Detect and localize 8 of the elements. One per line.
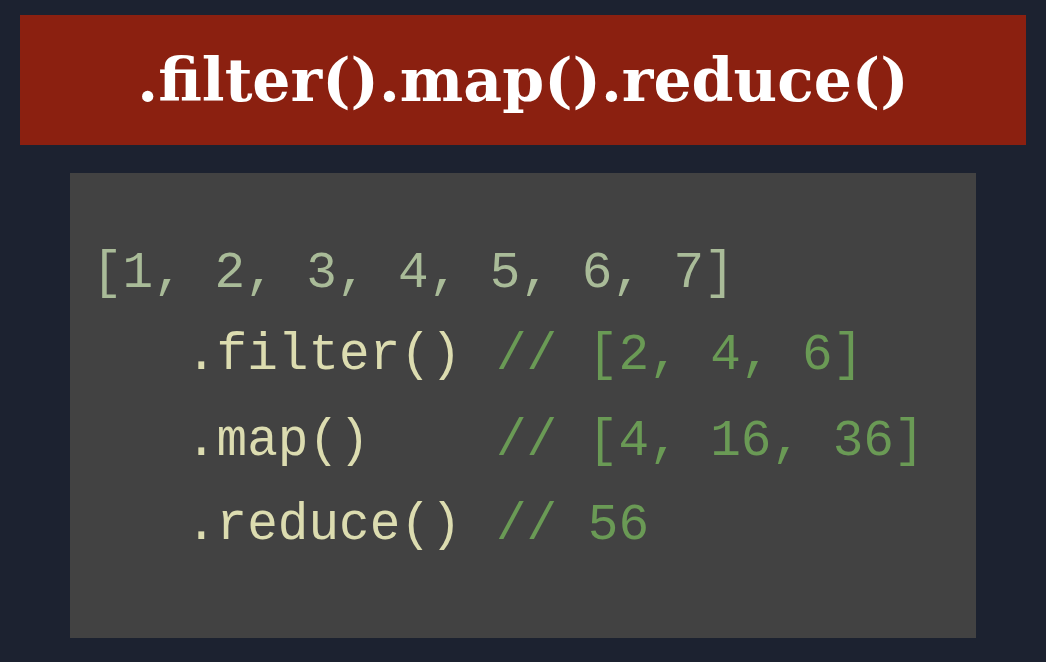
method-call: .reduce() xyxy=(186,500,462,552)
code-comment: // [2, 4, 6] xyxy=(496,330,864,382)
method-call: .map() xyxy=(186,416,370,468)
code-line: [1, 2, 3, 4, 5, 6, 7] xyxy=(92,248,735,300)
code-comment: // [4, 16, 36] xyxy=(496,416,925,468)
method-call: .filter() xyxy=(186,330,462,382)
code-comment: // 56 xyxy=(496,500,650,552)
title: .filter().map().reduce() xyxy=(136,44,910,117)
